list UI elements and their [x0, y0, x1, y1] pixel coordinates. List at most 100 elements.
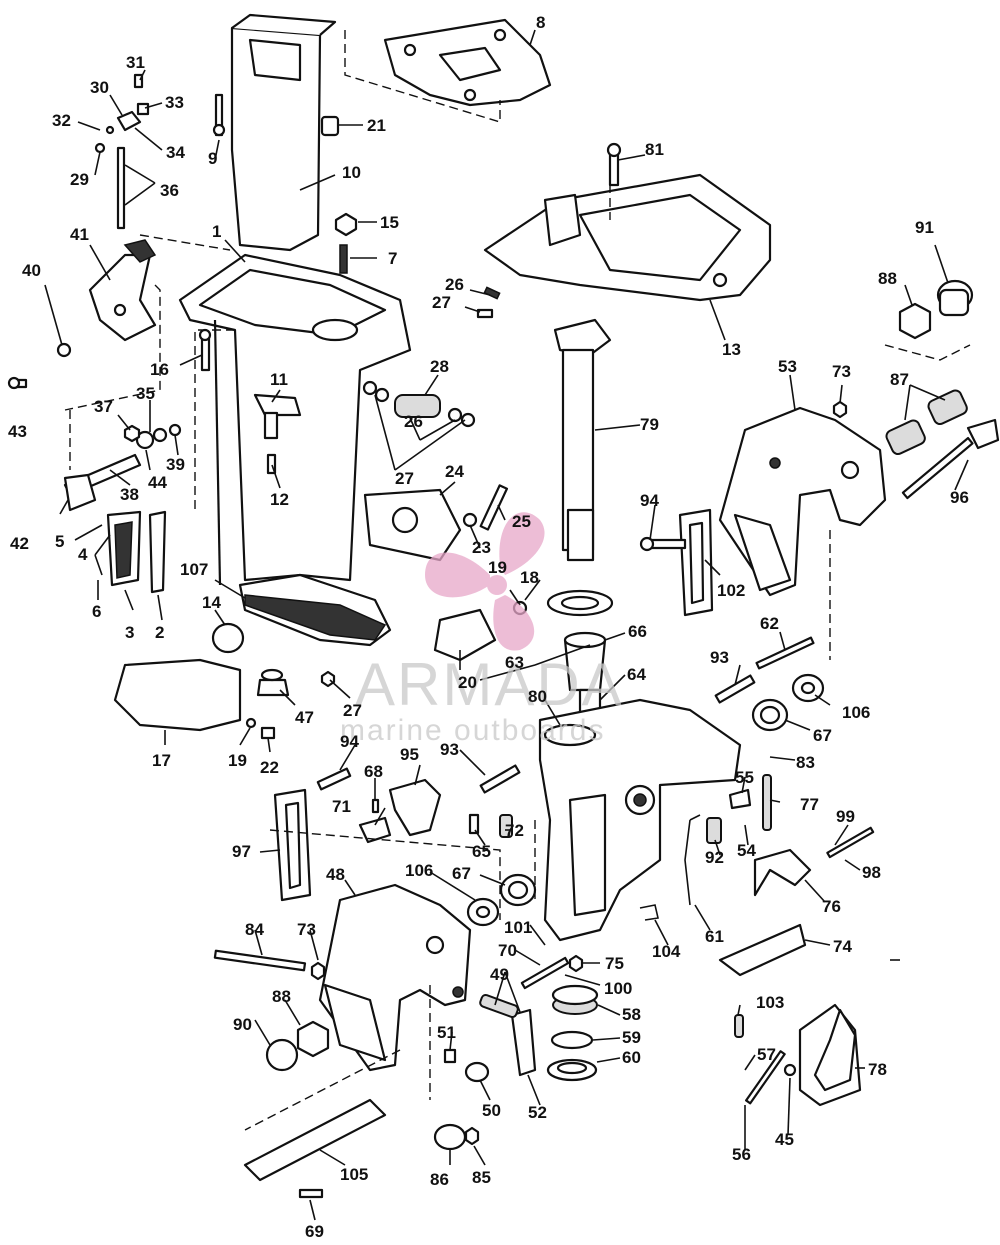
part-bolt-94a: [639, 536, 687, 552]
part-lever-74: [718, 923, 807, 977]
part-nut-75: [568, 954, 584, 973]
part-bolt-25: [479, 484, 509, 531]
callout-61: 61: [705, 927, 724, 946]
callout-66: 66: [628, 622, 647, 641]
part-clamp-bracket-right: [718, 406, 887, 597]
part-spring-72: [499, 814, 513, 838]
callout-33: 33: [165, 93, 184, 112]
callout-27a: 27: [432, 293, 451, 312]
part-washer-50: [464, 1061, 490, 1083]
part-nut-88b: [296, 1020, 330, 1058]
callout-91: 91: [915, 218, 934, 237]
callout-97: 97: [232, 842, 251, 861]
callout-45: 45: [775, 1130, 794, 1149]
part-nut-15: [334, 212, 358, 237]
leader-lines: [44, 29, 969, 1221]
callout-37: 37: [94, 397, 113, 416]
callout-81: 81: [645, 140, 664, 159]
part-ring-59: [550, 1030, 594, 1050]
part-pin-26: [483, 286, 501, 300]
part-screw-68: [371, 798, 380, 814]
callout-56: 56: [732, 1145, 751, 1164]
part-rod-61: [684, 814, 701, 906]
callout-106a: 106: [842, 703, 870, 722]
callout-38: 38: [120, 485, 139, 504]
callout-80: 80: [528, 687, 547, 706]
part-pin-93a: [714, 674, 756, 704]
part-stud: [212, 93, 226, 137]
callout-1: 1: [212, 222, 221, 241]
part-plug: [320, 115, 340, 137]
callout-26b: 26: [404, 412, 423, 431]
callout-92: 92: [705, 848, 724, 867]
callout-51: 51: [437, 1023, 456, 1042]
part-steering-tube: [553, 318, 612, 562]
callout-17: 17: [152, 751, 171, 770]
callout-102: 102: [717, 581, 745, 600]
callout-107: 107: [180, 560, 208, 579]
part-bolt-94b: [316, 767, 352, 791]
part-rod-56: [745, 1050, 786, 1105]
callout-19a: 19: [488, 558, 507, 577]
callout-21: 21: [367, 116, 386, 135]
callout-2: 2: [155, 623, 164, 642]
part-ring-58: [551, 984, 599, 1015]
callout-70: 70: [498, 941, 517, 960]
callout-31: 31: [126, 53, 145, 72]
callout-78: 78: [868, 1060, 887, 1079]
part-throttle-shaft: [63, 423, 182, 512]
part-nut-85: [464, 1126, 480, 1146]
callout-50: 50: [482, 1101, 501, 1120]
part-screw-12: [266, 453, 277, 475]
callout-32: 32: [52, 111, 71, 130]
part-clip-102: [678, 508, 714, 617]
callout-94a: 94: [640, 491, 659, 510]
callout-59: 59: [622, 1028, 641, 1047]
callout-18: 18: [520, 568, 539, 587]
part-small-hardware: [245, 668, 336, 740]
callout-13: 13: [722, 340, 741, 359]
callout-76: 76: [822, 897, 841, 916]
callout-29: 29: [70, 170, 89, 189]
part-spring-92: [706, 817, 722, 844]
callout-labels: 1 2 3 4 5 6 7 8 9 10 11 12 13 14 15 16 1…: [8, 13, 969, 1241]
part-rubber-mount: [362, 380, 476, 428]
callout-36: 36: [160, 181, 179, 200]
part-pin-98: [826, 826, 875, 859]
callout-77: 77: [800, 795, 819, 814]
callout-39: 39: [166, 455, 185, 474]
part-bolt-16: [198, 328, 212, 372]
callout-44: 44: [148, 473, 167, 492]
callout-62: 62: [760, 614, 779, 633]
callout-35: 35: [136, 384, 155, 403]
callout-99: 99: [836, 807, 855, 826]
callout-103: 103: [756, 993, 784, 1012]
callout-106b: 106: [405, 861, 433, 880]
part-bolt-51: [443, 1048, 457, 1064]
callout-67a: 67: [813, 726, 832, 745]
callout-93a: 93: [710, 648, 729, 667]
callout-83: 83: [796, 753, 815, 772]
callout-65: 65: [472, 842, 491, 861]
callout-22: 22: [260, 758, 279, 777]
callout-16: 16: [150, 360, 169, 379]
part-screw-43: [7, 376, 28, 390]
callout-100: 100: [604, 979, 632, 998]
callout-88b: 88: [272, 987, 291, 1006]
callout-15: 15: [380, 213, 399, 232]
callout-43: 43: [8, 422, 27, 441]
callout-47: 47: [295, 708, 314, 727]
callout-98: 98: [862, 863, 881, 882]
part-drive-shaft-housing: [178, 253, 412, 586]
part-gasket: [383, 18, 552, 107]
part-washer-86: [433, 1123, 467, 1151]
part-spring-77: [762, 774, 772, 831]
watermark-brand: ARMADA: [355, 651, 624, 718]
part-spring-49: [479, 993, 519, 1019]
part-bolt-81: [606, 142, 622, 187]
callout-49: 49: [490, 965, 509, 984]
part-rod-62: [755, 636, 815, 670]
callout-90: 90: [233, 1015, 252, 1034]
callout-68: 68: [364, 762, 383, 781]
